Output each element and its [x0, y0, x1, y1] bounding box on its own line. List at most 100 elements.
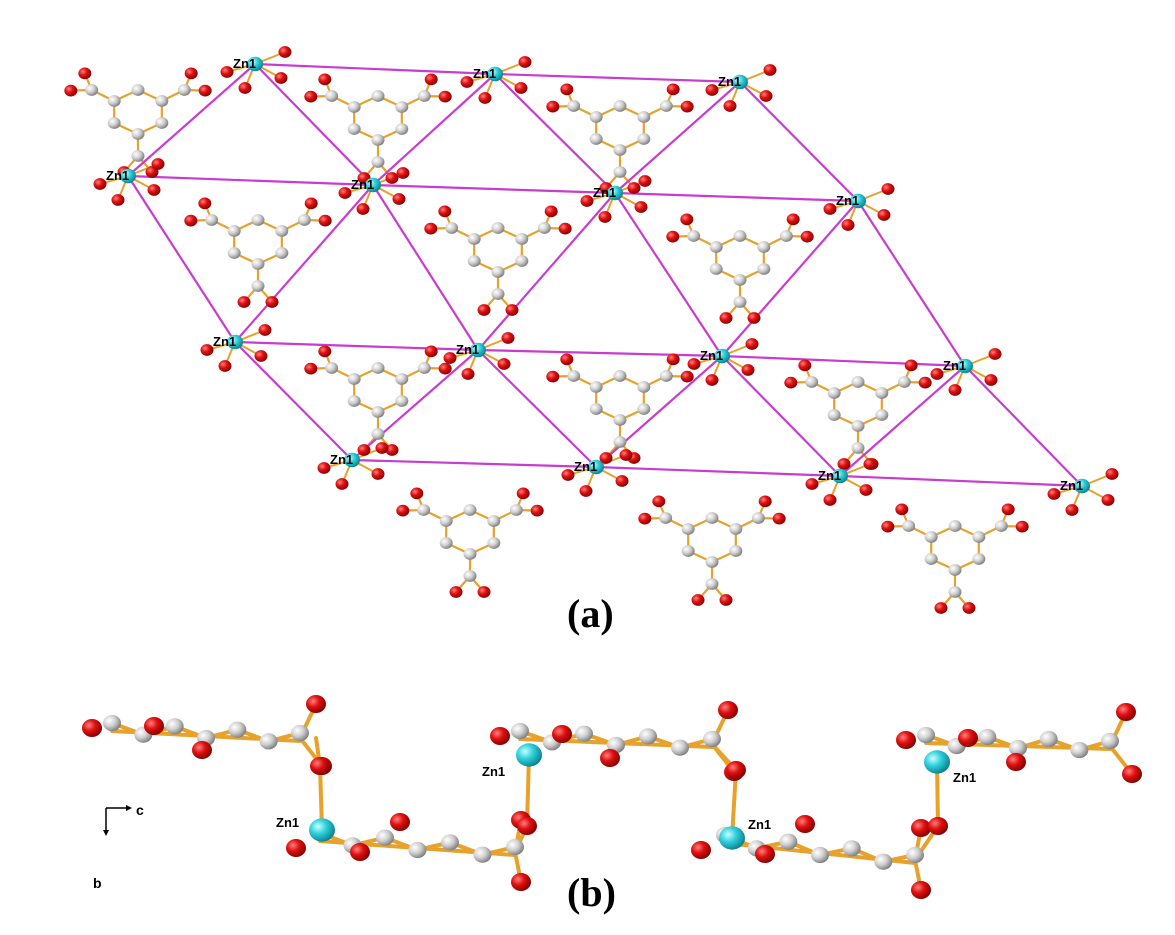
carbon-atom [463, 570, 477, 582]
oxygen-atom [680, 100, 694, 113]
carbon-atom [681, 545, 695, 557]
zn-network-line [372, 183, 616, 195]
oxygen-atom [265, 296, 279, 308]
zn-network-line [372, 184, 479, 351]
carbon-atom [473, 846, 492, 863]
oxygen-atom [747, 312, 761, 324]
zn1-label: Zn1 [106, 168, 129, 183]
oxygen-atom [759, 90, 773, 102]
zn-network-line [857, 200, 966, 367]
carbon-atom [827, 409, 841, 421]
carbon-atom [827, 387, 841, 399]
carbon-atom [537, 222, 551, 234]
carbon-atom [567, 100, 581, 112]
zn-network-line [595, 465, 841, 478]
zinc-atom [924, 750, 950, 774]
carbon-atom [325, 362, 339, 374]
carbon-atom [733, 296, 747, 308]
oxygen-atom [863, 458, 877, 470]
carbon-atom [275, 225, 289, 237]
carbon-atom [165, 718, 184, 735]
carbon-atom [613, 144, 627, 156]
zn-network-line [721, 354, 966, 368]
carbon-atom [131, 150, 145, 162]
oxygen-atom [904, 359, 918, 372]
oxygen-atom [546, 370, 560, 383]
carbon-atom [805, 376, 819, 388]
carbon-atom [251, 214, 265, 226]
carbon-atom [491, 222, 505, 234]
carbon-atom [875, 409, 889, 421]
panel-b-label: (b) [567, 870, 616, 915]
zinc-atom [1074, 478, 1090, 494]
oxygen-atom [784, 376, 798, 389]
oxygen-atom [546, 100, 560, 113]
carbon-atom [467, 233, 481, 245]
carbon-atom [659, 512, 673, 524]
carbon-atom [177, 84, 191, 96]
oxygen-atom [286, 839, 306, 857]
carbon-atom [251, 280, 265, 292]
oxygen-atom [274, 72, 288, 84]
oxygen-atom [988, 348, 1002, 360]
oxygen-atom [490, 727, 510, 745]
oxygen-atom [1065, 504, 1079, 516]
zinc-atom [365, 177, 381, 193]
oxygen-atom [544, 205, 558, 218]
zn1-label: Zn1 [718, 74, 741, 89]
carbon-atom [779, 833, 798, 850]
axis-c-arrowhead [126, 805, 132, 811]
zn1-label: Zn1 [213, 334, 236, 349]
carbon-atom [1039, 730, 1058, 748]
carbon-atom [659, 370, 673, 382]
zn-network-line [127, 174, 374, 187]
carbon-atom [463, 548, 477, 560]
zn1-label: Zn1 [1060, 478, 1083, 493]
oxygen-atom [318, 73, 332, 86]
zn-network-line [351, 349, 479, 461]
carbon-atom [395, 101, 409, 113]
oxygen-atom [238, 82, 252, 94]
oxygen-atom [930, 368, 944, 380]
zn1-label: Zn1 [818, 468, 841, 483]
oxygen-atom [357, 444, 371, 456]
oxygen-atom [687, 358, 701, 370]
oxygen-atom [1015, 520, 1029, 533]
zn1-label: Zn1 [836, 193, 859, 208]
oxygen-atom [896, 731, 916, 749]
carbon-atom [107, 95, 121, 107]
carbon-atom [205, 214, 219, 226]
oxygen-atom [560, 353, 574, 366]
carbon-atom [709, 263, 723, 275]
carbon-atom [371, 90, 385, 102]
oxygen-atom [111, 194, 125, 206]
carbon-atom [291, 724, 309, 742]
carbon-atom [589, 111, 603, 123]
carbon-atom [687, 230, 701, 242]
zinc-atom [487, 66, 503, 82]
oxygen-atom [1047, 488, 1061, 500]
zn1-label: Zn1 [473, 66, 496, 81]
zn1-label: Zn1 [233, 56, 256, 71]
oxygen-atom [147, 184, 161, 196]
carbon-atom [347, 373, 361, 385]
oxygen-atom [477, 304, 491, 316]
carbon-atom [467, 255, 481, 267]
carbon-atom [613, 370, 627, 382]
oxygen-atom [638, 512, 652, 525]
oxygen-atom [837, 458, 851, 470]
zn1-label: Zn1 [700, 348, 723, 363]
oxygen-atom [666, 353, 680, 366]
carbon-atom [874, 853, 893, 870]
oxygen-atom [772, 512, 786, 525]
oxygen-atom [375, 442, 389, 454]
axis-b-arrowhead [103, 830, 109, 836]
carbon-atom [681, 523, 695, 535]
oxygen-atom [385, 172, 399, 184]
oxygen-atom [514, 82, 528, 94]
carbon-atom [395, 123, 409, 135]
carbon-atom [515, 233, 529, 245]
carbon-atom [376, 829, 394, 846]
oxygen-atom [530, 504, 544, 517]
